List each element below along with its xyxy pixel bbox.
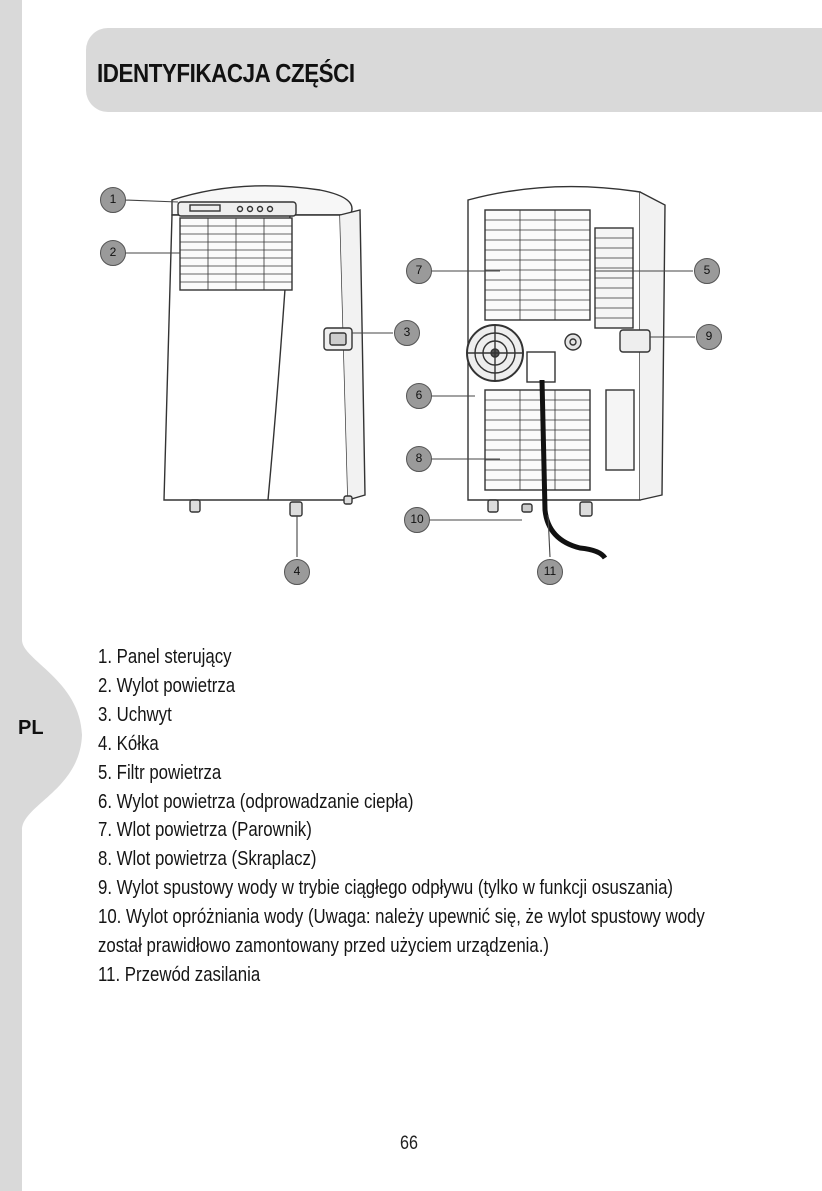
list-item: 1. Panel sterujący <box>98 646 232 668</box>
callout-2: 2 <box>100 240 126 266</box>
back-unit-drawing <box>466 185 666 560</box>
callout-7: 7 <box>406 258 432 284</box>
page-title: IDENTYFIKACJA CZĘŚCI <box>97 58 355 88</box>
list-item: 4. Kółka <box>98 732 159 755</box>
callout-8: 8 <box>406 446 432 472</box>
callout-11: 11 <box>537 559 563 585</box>
callout-9: 9 <box>696 324 722 350</box>
list-item: 5. Filtr powietrza <box>98 761 222 784</box>
list-item: 8. Wlot powietrza (Skraplacz) <box>98 848 317 871</box>
front-unit-drawing <box>163 185 366 517</box>
callout-4: 4 <box>284 559 310 585</box>
list-item: 2. Wylot powietrza <box>98 674 236 697</box>
parts-diagram: 1 2 7 5 3 9 6 8 10 4 11 <box>90 170 740 600</box>
list-item: 9. Wylot spustowy wody w trybie ciągłego… <box>98 877 674 900</box>
leader-lines <box>123 199 695 558</box>
callout-5: 5 <box>694 258 720 284</box>
list-item: 10. Wylot opróżniania wody (Uwaga: należ… <box>98 906 705 929</box>
side-strip <box>0 0 82 1191</box>
list-item: 3. Uchwyt <box>98 703 172 726</box>
list-item: został prawidłowo zamontowany przed użyc… <box>98 935 550 958</box>
page-number: 66 <box>400 1133 418 1154</box>
header-band <box>86 28 822 112</box>
callout-3: 3 <box>394 320 420 346</box>
list-item: 7. Wlot powietrza (Parownik) <box>98 819 312 842</box>
callout-1: 1 <box>100 187 126 213</box>
callout-10: 10 <box>404 507 430 533</box>
list-item: 6. Wylot powietrza (odprowadzanie ciepła… <box>98 790 414 813</box>
list-item: 11. Przewód zasilania <box>98 963 261 986</box>
air-conditioner-illustration <box>123 185 695 560</box>
callout-6: 6 <box>406 383 432 409</box>
parts-list: 1. Panel sterujący 2. Wylot powietrza 3.… <box>98 643 720 990</box>
language-tab: PL <box>18 717 44 739</box>
